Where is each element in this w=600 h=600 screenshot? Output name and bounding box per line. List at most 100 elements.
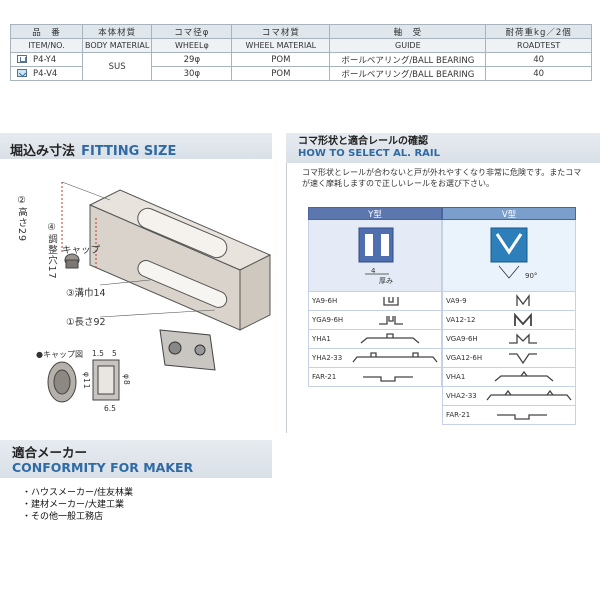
load: 40 (485, 52, 592, 67)
rail-profile-icon (383, 297, 399, 306)
rail-row: FAR-21 (308, 368, 442, 387)
maker-title-jp: 適合メーカー (12, 445, 88, 460)
spec-table: 品 番 本体材質 コマ径φ コマ材質 軸 受 耐荷重kg／2個 ITEM/NO.… (10, 24, 592, 81)
rail-name: FAR-21 (446, 411, 471, 419)
rail-row: VA9-9 (442, 292, 576, 311)
rail-select-header: コマ形状と適合レールの確認 HOW TO SELECT AL. RAIL (286, 133, 600, 163)
rail-row: YGA9-6H (308, 311, 442, 330)
body-material: SUS (81, 52, 153, 81)
list-item: その他一般工務店 (22, 511, 133, 523)
rail-profile-icon (352, 352, 438, 363)
th-guide-en: GUIDE (329, 38, 487, 53)
wheel-size: 30φ (151, 66, 233, 81)
wheel-material: POM (231, 66, 331, 81)
label-length: ①長さ92 (66, 317, 106, 328)
wheel-material: POM (231, 52, 331, 67)
rail-name: VGA12-6H (446, 354, 483, 362)
rail-profile-icon (486, 389, 572, 401)
rail-row: VGA12-6H (442, 349, 576, 368)
rail-profile-icon (509, 333, 537, 344)
label-adjust: ④調整穴17 (46, 222, 57, 280)
item-no: P4-V4 (33, 68, 58, 79)
rail-profile-icon (360, 333, 420, 344)
th-body-jp: 本体材質 (81, 24, 153, 39)
rail-row: FAR-21 (442, 406, 576, 425)
th-wheel-en: WHEELφ (151, 38, 233, 53)
th-wheelmat-en: WHEEL MATERIAL (231, 38, 331, 53)
rail-title-jp: コマ形状と適合レールの確認 (298, 136, 428, 147)
rail-profile-icon (494, 370, 554, 382)
rail-name: YA9-6H (312, 297, 338, 305)
v-type-swatch-icon (17, 69, 27, 77)
dim-6-5: 6.5 (104, 404, 116, 413)
load: 40 (485, 66, 592, 81)
maker-list: ハウスメーカー/住友林業 建材メーカー/大建工業 その他一般工務店 (22, 487, 133, 523)
th-item-jp: 品 番 (10, 24, 83, 39)
th-load-en: ROADTEST (485, 38, 592, 53)
v-type-column: V型 90° VA9-9 VA12-12 VGA9-6H VGA12-6H VH… (442, 207, 576, 425)
dim-phi-8: φ8 (122, 374, 131, 386)
v-type-header: V型 (442, 207, 576, 220)
rail-row: VA12-12 (442, 311, 576, 330)
dim-1-5: 1.5 (92, 349, 104, 358)
y-type-column: Y型 4 厚み YA9-6H YGA9-6H YHA1 YHA2-33 FAR-… (308, 207, 442, 387)
th-wheelmat-jp: コマ材質 (231, 24, 331, 39)
rail-profile-icon (516, 294, 530, 306)
maker-header: 適合メーカー CONFORMITY FOR MAKER (0, 440, 272, 478)
th-load-jp: 耐荷重kg／2個 (485, 24, 592, 39)
list-item: ハウスメーカー/住友林業 (22, 487, 133, 499)
label-height: ②高さ29 (16, 195, 27, 243)
th-body-en: BODY MATERIAL (81, 38, 153, 53)
rail-row: YHA2-33 (308, 349, 442, 368)
rail-row: YHA1 (308, 330, 442, 349)
y-thickness: 厚み (379, 277, 393, 285)
guide: ボールベアリング/BALL BEARING (329, 52, 487, 67)
rail-profile-icon (363, 376, 413, 382)
rail-row: VHA1 (442, 368, 576, 387)
label-cap: キャップ (62, 245, 101, 256)
rail-name: YHA1 (312, 335, 331, 343)
rail-name: FAR-21 (312, 373, 337, 381)
rail-name: VHA2-33 (446, 392, 477, 400)
rail-name: YGA9-6H (312, 316, 344, 324)
item-no: P4-Y4 (33, 54, 57, 65)
y-wheel-illustration: 4 厚み (308, 220, 442, 292)
rail-profile-icon (497, 414, 547, 420)
dim-5: 5 (112, 349, 117, 358)
th-guide-jp: 軸 受 (329, 24, 487, 39)
section-divider (286, 163, 287, 433)
rail-profile-icon (509, 353, 537, 365)
maker-title-en: CONFORMITY FOR MAKER (12, 460, 194, 475)
fitting-size-header: 堀込み寸法 FITTING SIZE (0, 133, 272, 159)
label-cap-diagram: ●キャップ図 (36, 350, 83, 359)
rail-profile-icon (514, 312, 532, 326)
fitting-title-jp: 堀込み寸法 (10, 144, 76, 159)
rail-row: VGA9-6H (442, 330, 576, 349)
v-angle: 90° (525, 272, 538, 280)
rail-name: VGA9-6H (446, 335, 478, 343)
rail-warning-note: コマ形状とレールが合わないと戸が外れやすくなり非常に危険です。またコマが速く摩耗… (302, 168, 582, 188)
rail-title-en: HOW TO SELECT AL. RAIL (298, 148, 440, 159)
rail-name: VA9-9 (446, 297, 467, 305)
wheel-size: 29φ (151, 52, 233, 67)
fitting-title-en: FITTING SIZE (81, 144, 177, 159)
rail-name: VA12-12 (446, 316, 476, 324)
table-row: P4-Y4 SUS 29φ POM ボールベアリング/BALL BEARING … (10, 52, 592, 81)
label-groove: ③溝巾14 (66, 288, 106, 299)
rail-profile-icon (379, 316, 403, 325)
v-wheel-illustration: 90° (442, 220, 576, 292)
list-item: 建材メーカー/大建工業 (22, 499, 133, 511)
y-dim-4: 4 (371, 267, 376, 275)
y-type-header: Y型 (308, 207, 442, 220)
th-wheel-jp: コマ径φ (151, 24, 233, 39)
guide: ボールベアリング/BALL BEARING (329, 66, 487, 81)
th-item-en: ITEM/NO. (10, 38, 83, 53)
rail-row: VHA2-33 (442, 387, 576, 406)
table-row: P4-V4 30φ POM ボールベアリング/BALL BEARING 40 (10, 66, 592, 81)
rail-name: YHA2-33 (312, 354, 343, 362)
fitting-diagram (47, 181, 272, 403)
dim-phi-11: φ11 (82, 372, 91, 390)
rail-row: YA9-6H (308, 292, 442, 311)
y-type-swatch-icon (17, 55, 27, 63)
rail-name: VHA1 (446, 373, 466, 381)
